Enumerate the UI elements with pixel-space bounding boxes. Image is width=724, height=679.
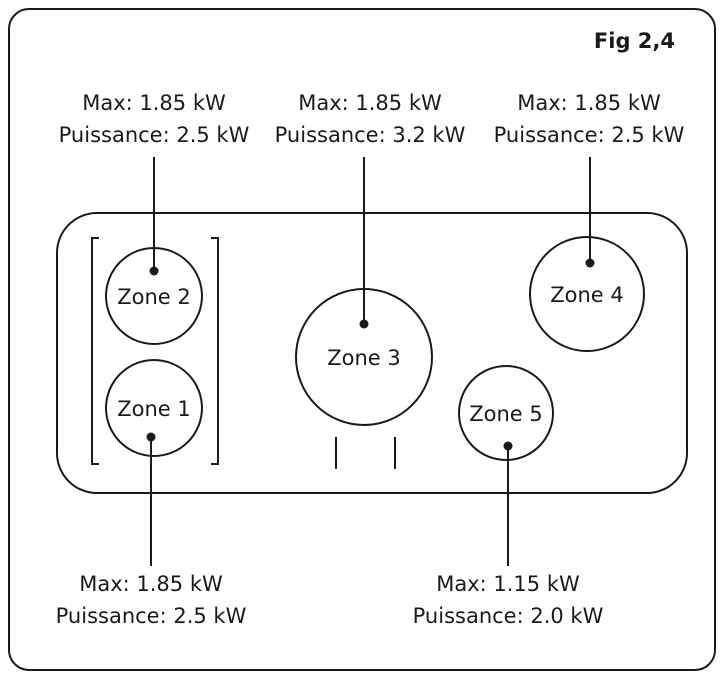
zone-3-max: Max: 1.85 kW <box>298 91 442 115</box>
zone-4-power: Puissance: 2.5 kW <box>494 123 685 147</box>
zone-5-power: Puissance: 2.0 kW <box>413 604 604 628</box>
zone-2-max: Max: 1.85 kW <box>82 91 226 115</box>
zone-5-label: Zone 5 <box>469 402 543 426</box>
zone-3-power: Puissance: 3.2 kW <box>275 123 466 147</box>
zone-1-max: Max: 1.85 kW <box>79 572 223 596</box>
zone-4-label: Zone 4 <box>550 283 624 307</box>
cooktop-outline <box>56 212 688 494</box>
outer-frame <box>8 8 716 671</box>
zone-2-power: Puissance: 2.5 kW <box>59 123 250 147</box>
zone-1-label: Zone 1 <box>117 397 191 421</box>
bridge-bracket-right <box>211 237 219 465</box>
zone-4-max: Max: 1.85 kW <box>517 91 661 115</box>
zone-3-label: Zone 3 <box>327 346 401 370</box>
zone-5-max: Max: 1.15 kW <box>436 572 580 596</box>
zone-4-circle <box>529 236 645 352</box>
zone-2-label: Zone 2 <box>117 285 191 309</box>
zone-5-circle <box>458 365 554 461</box>
bridge-bracket-left <box>91 237 99 465</box>
zone-1-power: Puissance: 2.5 kW <box>56 604 247 628</box>
figure-label: Fig 2,4 <box>594 29 675 53</box>
zone-1-circle <box>105 359 203 457</box>
